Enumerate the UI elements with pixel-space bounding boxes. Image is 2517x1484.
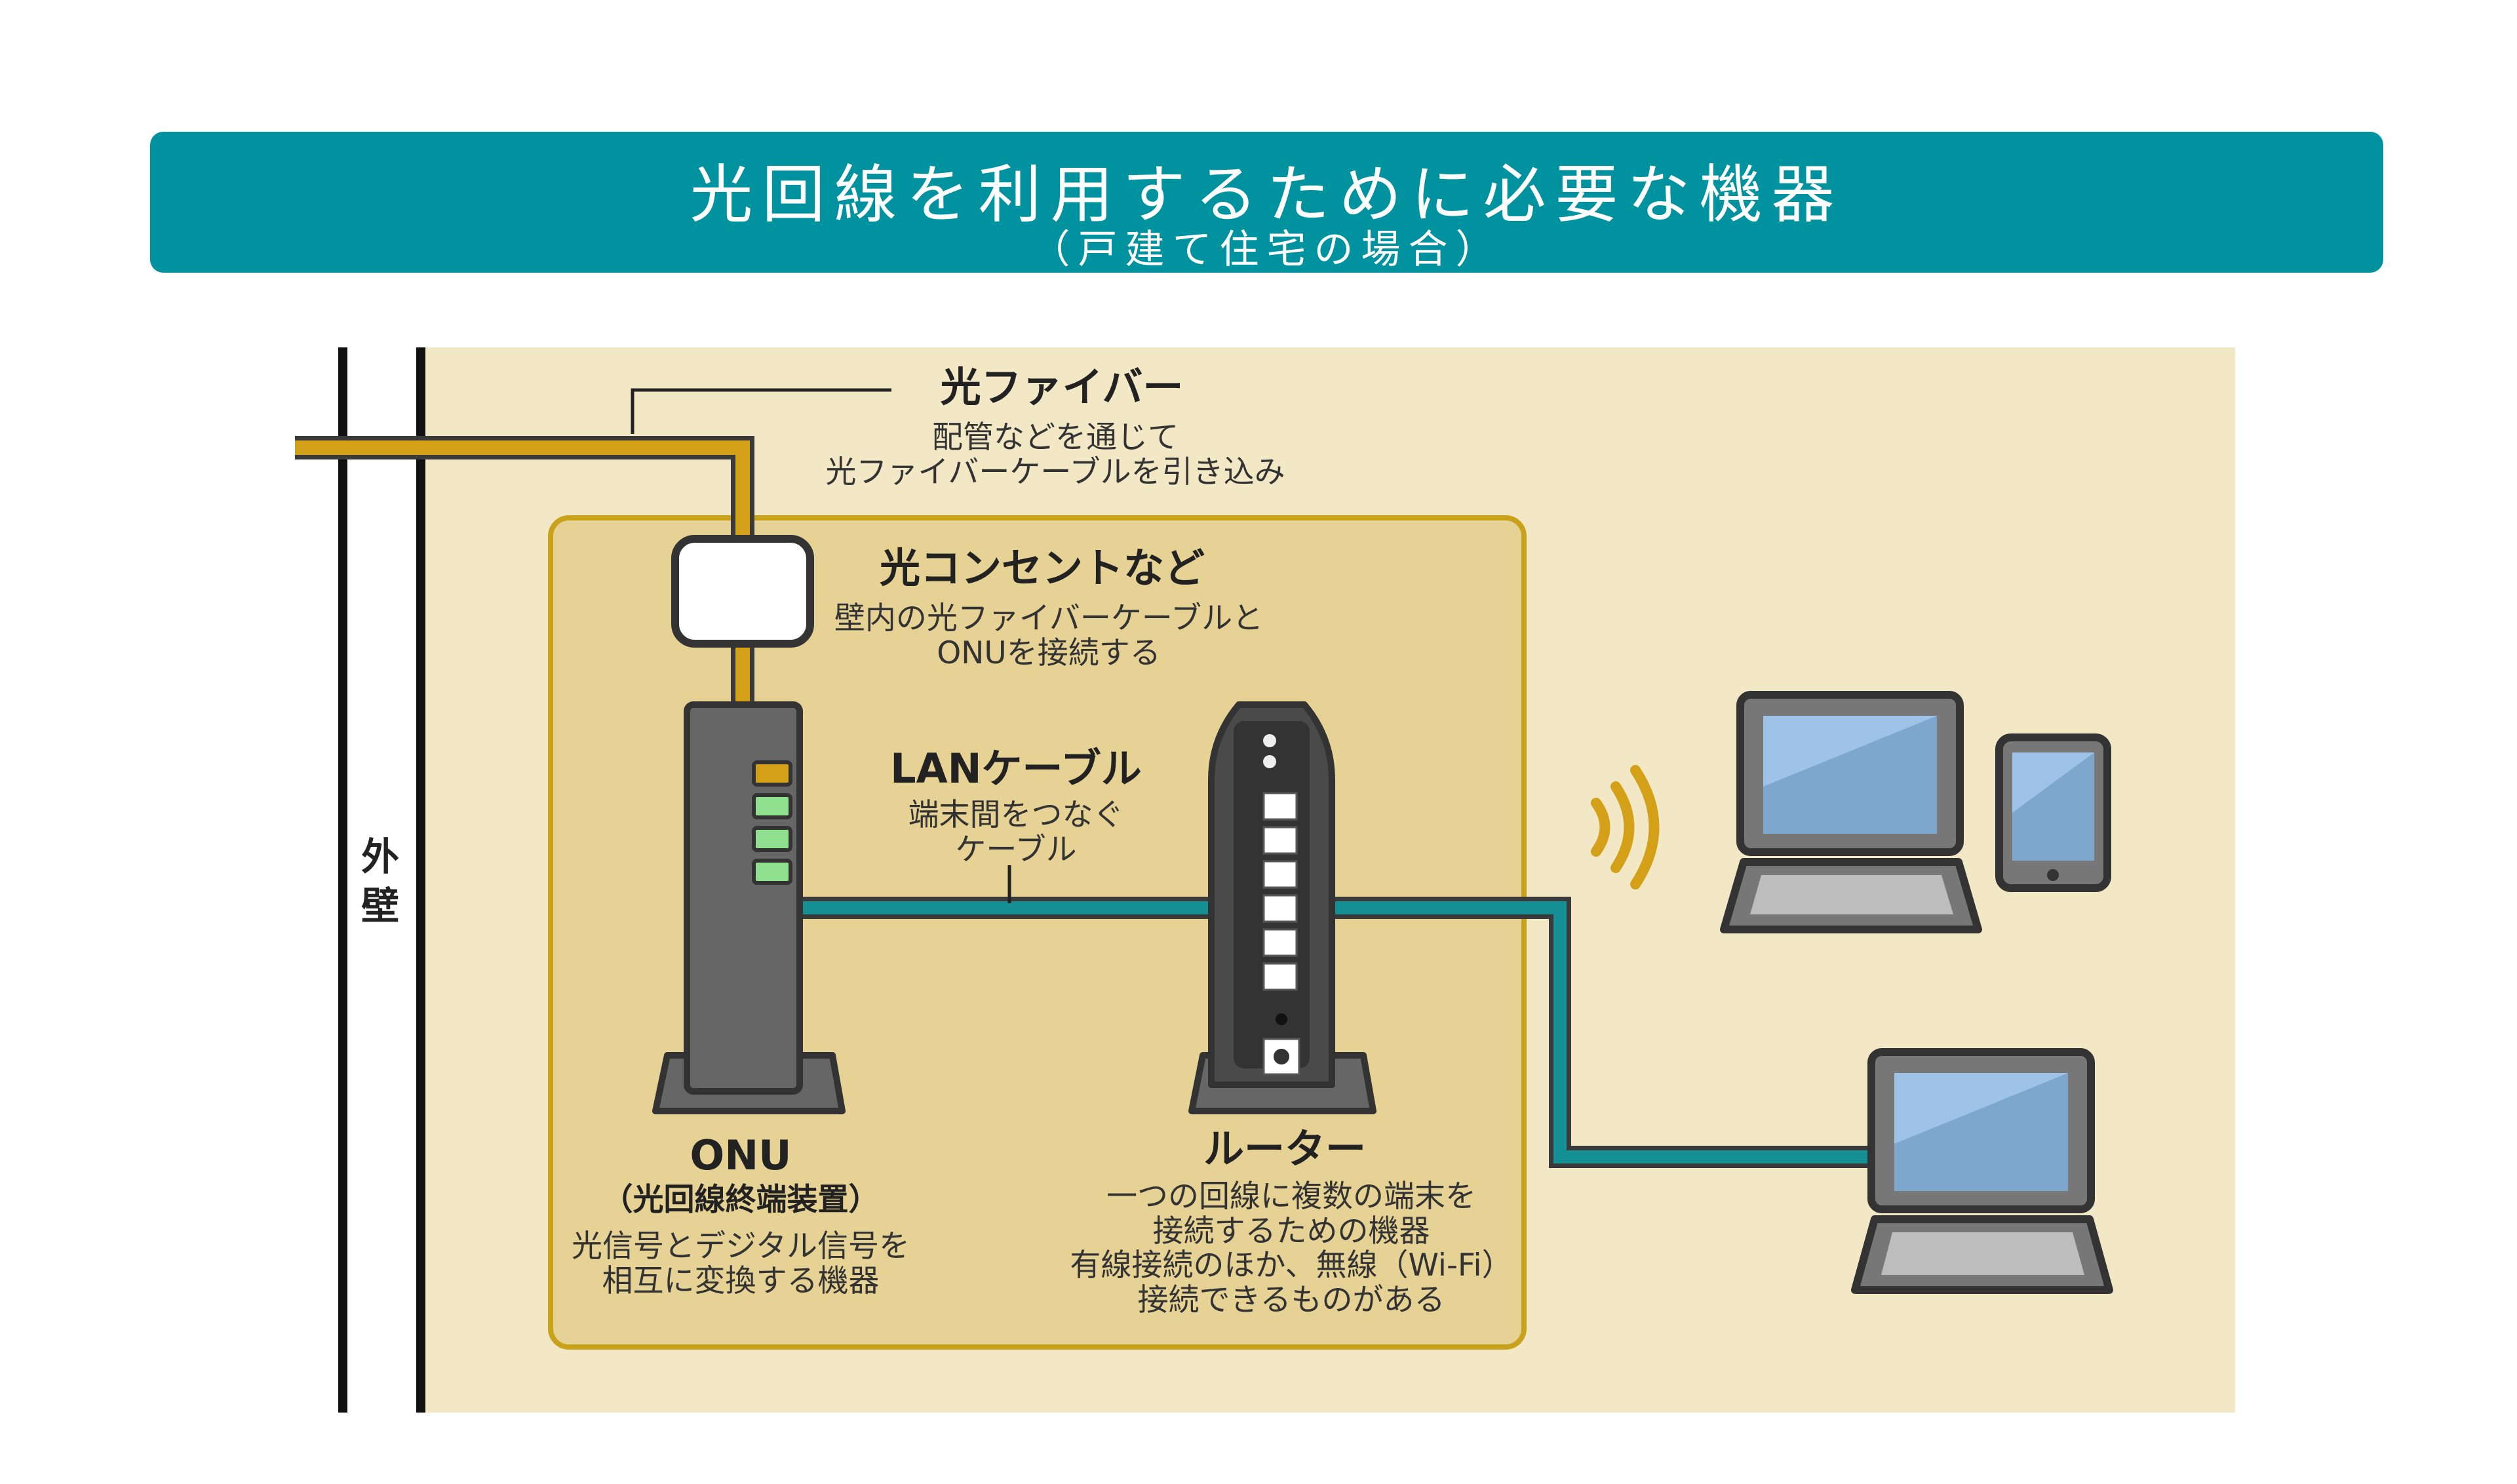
laptop-icon — [1720, 691, 1982, 933]
router-desc: 一つの回線に複数の端末を 接続するための機器 有線接続のほか、無線（Wi-Fi）… — [1023, 1179, 1560, 1318]
router-port — [1262, 928, 1298, 957]
onu-desc: 光信号とデジタル信号を 相互に変換する機器 — [544, 1228, 937, 1299]
outlet-desc-line1: 壁内の光ファイバーケーブルと — [834, 600, 1264, 636]
fiber-desc-line1: 配管などを通じて — [932, 420, 1179, 456]
fiber-desc-line2: 光ファイバーケーブルを引き込み — [825, 454, 1285, 490]
router-port — [1262, 826, 1298, 855]
wall-label-line2: 壁 — [361, 884, 399, 929]
outlet-title: 光コンセントなど — [879, 544, 1205, 592]
onu-desc-line1: 光信号とデジタル信号を — [571, 1228, 910, 1264]
router-desc-line2: 接続するための機器 — [1152, 1213, 1430, 1249]
onu-subtitle: （光回線終端装置） — [602, 1182, 880, 1218]
onu-led — [752, 859, 792, 885]
lan-cable-desc-line2: ケーブル — [955, 831, 1077, 868]
lan-cable-title: LANケーブル — [890, 745, 1142, 792]
page-title: 光回線を利用するために必要な機器 — [690, 158, 1844, 231]
wifi-signal-icon — [1591, 765, 1660, 889]
router-led — [1263, 734, 1276, 747]
onu-status-led — [752, 760, 792, 787]
onu-led — [752, 826, 792, 852]
lan-cable — [803, 897, 1881, 1168]
title-banner: 光回線を利用するために必要な機器 （戸建て住宅の場合） — [150, 132, 2383, 273]
fiber-title: 光ファイバー — [940, 363, 1184, 411]
outlet-desc: 壁内の光ファイバーケーブルと ONUを接続する — [754, 600, 1344, 671]
router-port — [1262, 792, 1298, 821]
tablet-icon — [1995, 733, 2111, 892]
onu-desc-line2: 相互に変換する機器 — [602, 1262, 880, 1299]
outer-wall-label: 外 壁 — [357, 832, 403, 931]
router-title: ルーター — [1203, 1125, 1366, 1173]
router-port — [1262, 894, 1298, 923]
onu-device-icon — [652, 701, 846, 1114]
router-desc-line4: 接続できるものがある — [1137, 1281, 1445, 1318]
laptop-icon — [1851, 1048, 2113, 1294]
router-desc-line3: 有線接続のほか、無線（Wi-Fi） — [1070, 1247, 1513, 1284]
outlet-desc-line2: ONUを接続する — [937, 635, 1161, 671]
fiber-desc: 配管などを通じて 光ファイバーケーブルを引き込み — [714, 420, 1396, 490]
lan-cable-desc: 端末間をつなぐ ケーブル — [846, 798, 1186, 867]
router-device-icon — [1188, 701, 1376, 1114]
router-reset-hole — [1276, 1013, 1287, 1025]
onu-led — [752, 793, 792, 819]
lan-cable-desc-line1: 端末間をつなぐ — [908, 797, 1124, 833]
onu-title: ONU — [690, 1131, 792, 1179]
fiber-cable — [295, 436, 754, 708]
router-desc-line1: 一つの回線に複数の端末を — [1106, 1179, 1476, 1215]
router-port — [1262, 860, 1298, 889]
router-port — [1262, 962, 1298, 991]
router-led — [1263, 755, 1276, 768]
fiber-outlet-icon — [671, 535, 814, 648]
fiber-label-leader — [631, 388, 891, 434]
page-subtitle: （戸建て住宅の場合） — [1030, 227, 1503, 273]
wall-label-line1: 外 — [361, 834, 399, 879]
